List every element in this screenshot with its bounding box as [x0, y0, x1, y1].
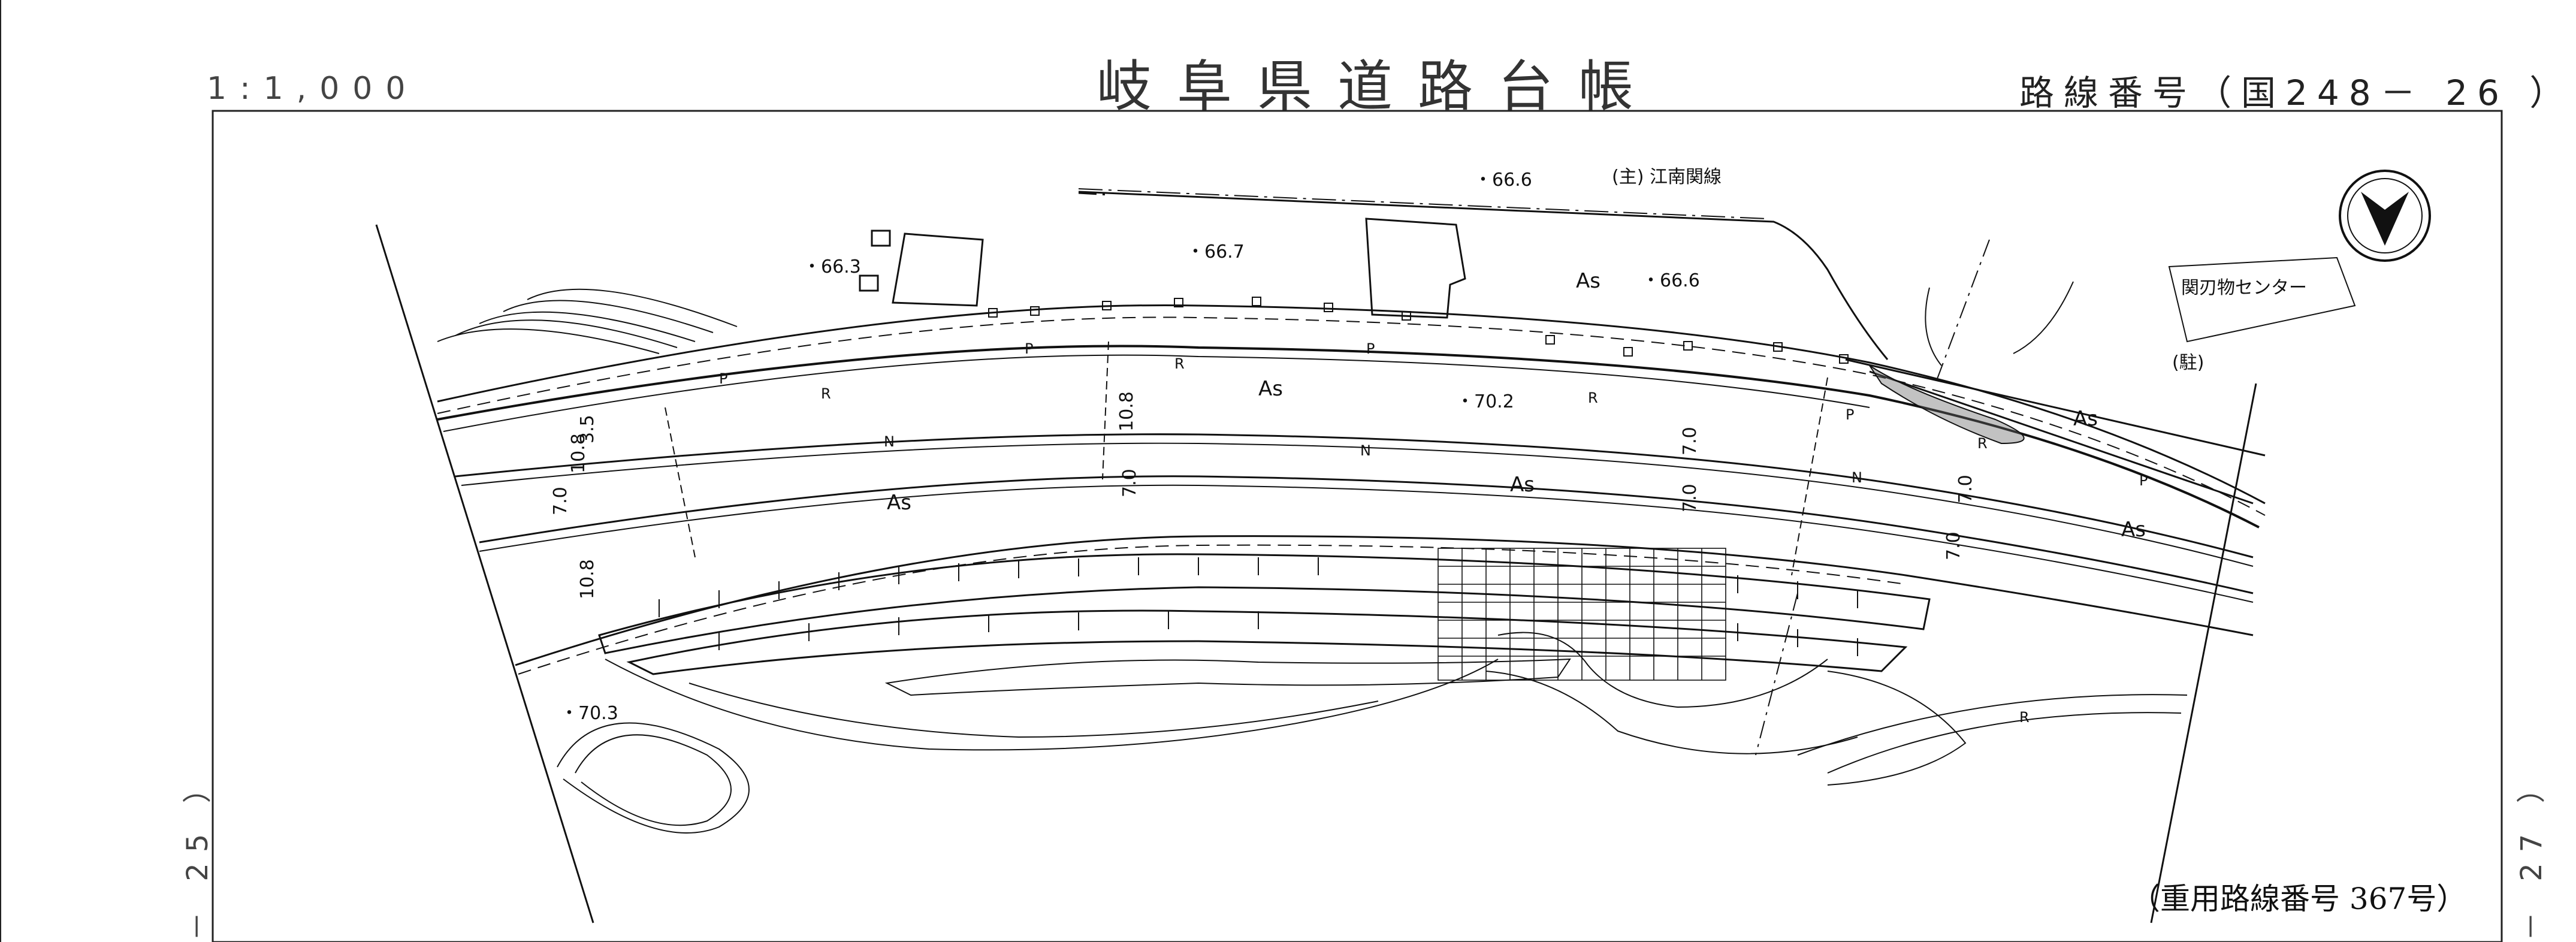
connecting-road-edge	[1078, 191, 1889, 360]
map-label-connecting-road: (主) 江南関線	[1612, 167, 1722, 188]
road-edge-north-4	[443, 354, 1870, 432]
map-label-r-1: R	[821, 385, 831, 402]
slope-band-1	[598, 553, 1931, 654]
map-label-elev-f: ・70.3	[560, 703, 618, 724]
slope-band-3	[884, 658, 1571, 696]
map-label-as-2: As	[1258, 377, 1283, 401]
map-label-as-1: As	[1576, 269, 1600, 293]
road-edge-north-1	[437, 304, 2266, 505]
map-label-n-1: N	[884, 433, 895, 450]
buildings	[859, 218, 1466, 319]
hatched-area	[1869, 365, 2025, 445]
map-label-elev-d: ・66.6	[1642, 270, 1700, 291]
building-small-2	[859, 274, 879, 292]
lane-width-label: 7.0	[1680, 427, 1701, 455]
map-label-elev-c: ・66.7	[1186, 241, 1245, 262]
facility-box	[2168, 256, 2356, 343]
lane-width-label: 10.8	[568, 433, 589, 473]
lane-width-label: 10.8	[1116, 391, 1137, 431]
road-edge-south-1	[515, 535, 2254, 666]
chainage-line-2	[1791, 377, 1828, 576]
median-3	[479, 475, 2254, 594]
lane-width-labels: 10.8 3.5 10.8 7.0 10.8 7.0 7.0 7.0 7.0 7…	[550, 391, 1976, 599]
map-label-p-4: P	[1846, 406, 1854, 423]
map-label-elev-e: ・70.2	[1456, 391, 1514, 412]
map-label-n-2: N	[1360, 442, 1371, 459]
chainage-line-3	[1102, 341, 1109, 480]
side-road-north-edge	[1845, 358, 2266, 457]
map-frame	[212, 110, 2503, 942]
lane-width-label: 3.5	[577, 415, 598, 443]
lane-width-label: 7.0	[1119, 469, 1140, 497]
connecting-road-centre	[1078, 192, 1109, 196]
slope-hatch	[659, 557, 1858, 656]
median-4	[479, 484, 2254, 603]
map-label-elev-b: ・66.3	[803, 256, 861, 277]
lane-width-label: 7.0	[1943, 532, 1964, 560]
road-edge-south-2	[518, 544, 1906, 675]
map-label-n-3: N	[1852, 469, 1862, 486]
map-label-as-6: As	[2121, 518, 2146, 542]
map-label-p-3: P	[1366, 340, 1375, 357]
map-label-facility: 関刃物センター	[2181, 277, 2307, 298]
north-arrow-icon	[2339, 170, 2431, 262]
slope-band-2	[626, 609, 1908, 675]
map-label-r-2: R	[1174, 355, 1185, 372]
chainage-line	[1755, 593, 1798, 756]
map-label-parking: (駐)	[2172, 352, 2204, 373]
utility-markers	[988, 297, 1849, 364]
boundary-dashdot	[1078, 188, 1768, 219]
map-scale: 1:1,000	[207, 71, 419, 107]
map-label-r-4: R	[1977, 435, 1988, 452]
road-edge-north-2	[437, 316, 2266, 516]
map-label-as-3: As	[887, 491, 911, 515]
side-road-south-edge	[1869, 370, 2254, 505]
route-number: 路線番号（国248－ 26 ）	[2019, 73, 2574, 113]
median-1	[455, 433, 2254, 558]
lane-width-label: 7.0	[1955, 475, 1976, 503]
contour-lines	[437, 288, 2188, 834]
lane-width-label: 10.8	[577, 559, 598, 599]
map-label-as-4: As	[1510, 473, 1535, 497]
map-label-p-1: P	[719, 370, 727, 387]
cut-line-left	[375, 224, 594, 923]
map-label-elev-a: ・66.6	[1474, 170, 1532, 191]
road-edge-north-3	[437, 345, 2260, 529]
map-label-p-2: P	[1025, 340, 1033, 357]
retaining-wall-grid	[1438, 548, 1726, 681]
map-label-as-5: As	[2073, 407, 2098, 431]
gully-line	[1935, 239, 1990, 384]
lane-width-label: 7.0	[550, 487, 571, 515]
map-label-r-3: R	[1588, 390, 1598, 406]
building-2	[1365, 218, 1466, 319]
building-small-1	[871, 230, 891, 247]
duplicate-route-number: （重用路線番号 367号）	[2130, 881, 2467, 916]
building-1	[892, 233, 984, 307]
chainage-line-4	[665, 407, 696, 558]
median-2	[461, 442, 2254, 567]
stream-line-2	[1925, 287, 1942, 366]
stream-line	[2013, 281, 2074, 354]
map-label-p-5: P	[2139, 472, 2148, 489]
cut-line-right	[2150, 383, 2257, 923]
sheet-title: 岐阜県道路台帳	[1097, 55, 1659, 119]
lane-width-label: 7.0	[1680, 484, 1701, 512]
map-label-r-5: R	[2019, 709, 2030, 726]
